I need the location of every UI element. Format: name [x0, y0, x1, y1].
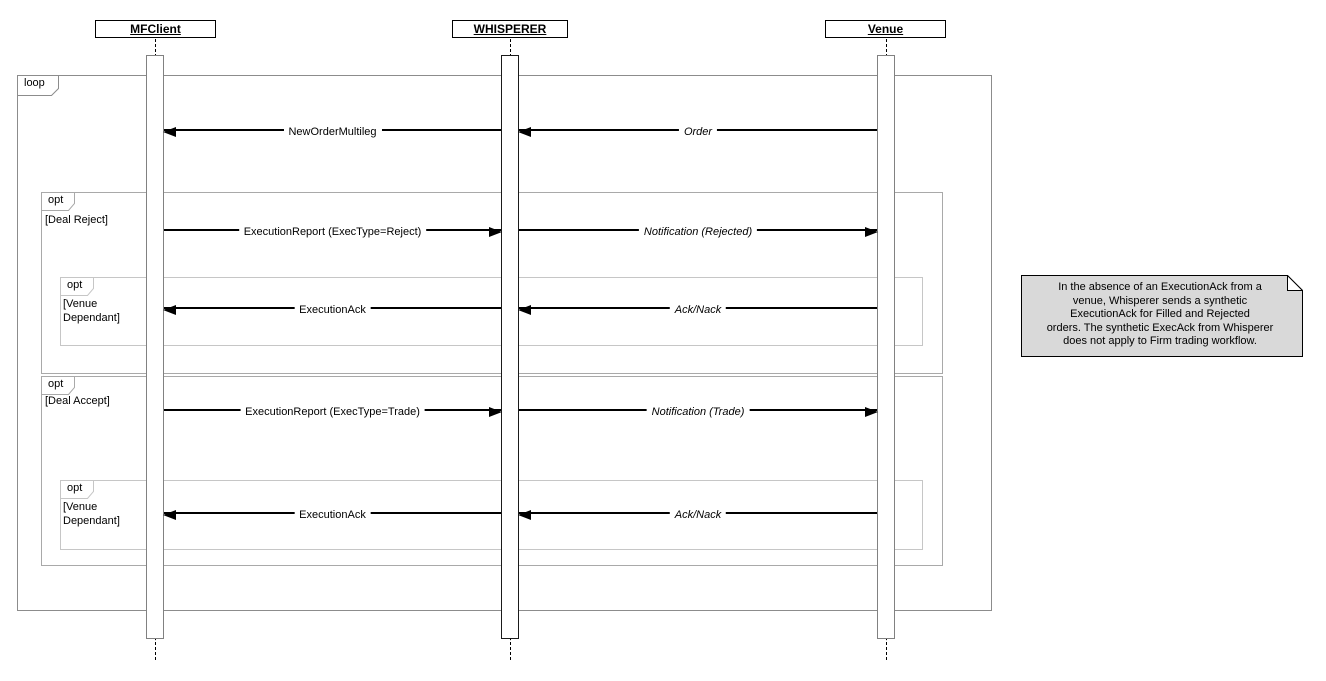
- opt-operator-tab-venue-dependant-1: opt: [60, 277, 94, 296]
- message-new-order-multileg: NewOrderMultileg: [163, 126, 501, 138]
- guard-deal-reject: [Deal Reject]: [45, 214, 108, 226]
- opt-frame-deal-accept: [41, 376, 943, 566]
- message-label: ExecutionReport (ExecType=Reject): [238, 226, 427, 238]
- note-line: does not apply to Firm trading workflow.: [1063, 335, 1257, 348]
- note-line: venue, Whisperer sends a synthetic: [1072, 294, 1248, 307]
- pentagon-tab-shape: [60, 480, 94, 499]
- guard-venue-dependant-2: [Venue Dependant]: [63, 501, 120, 527]
- guard-venue-dependant-1: [Venue Dependant]: [63, 298, 120, 324]
- message-label: Notification (Rejected): [638, 226, 758, 238]
- opt-operator-label: opt: [67, 279, 83, 291]
- actor-venue: Venue: [825, 20, 946, 38]
- arrowhead-right-icon: [865, 407, 878, 417]
- arrowhead-left-icon: [518, 305, 531, 315]
- message-label: Ack/Nack: [669, 509, 727, 521]
- actor-mfclient: MFClient: [95, 20, 216, 38]
- opt-frame-venue-dependant-1: [60, 277, 923, 346]
- opt-operator-label: opt: [48, 378, 64, 390]
- pentagon-tab-shape: [41, 192, 75, 211]
- opt-frame-deal-reject: [41, 192, 943, 374]
- guard-deal-accept: [Deal Accept]: [45, 395, 110, 407]
- arrowhead-left-icon: [163, 127, 176, 137]
- note-synthetic-executionack: In the absence of an ExecutionAck from a…: [1021, 275, 1303, 357]
- activation-venue: [877, 55, 895, 639]
- message-order: Order: [518, 126, 877, 138]
- activation-whisperer: [501, 55, 519, 639]
- message-execreport-trade: ExecutionReport (ExecType=Trade): [164, 406, 502, 418]
- opt-operator-tab-deal-accept: opt: [41, 376, 75, 395]
- arrowhead-left-icon: [163, 510, 176, 520]
- actor-whisperer: WHISPERER: [452, 20, 568, 38]
- message-label: ExecutionAck: [294, 304, 371, 316]
- arrowhead-right-icon: [865, 227, 878, 237]
- note-line: In the absence of an ExecutionAck from a: [1058, 281, 1262, 293]
- message-notification-trade: Notification (Trade): [519, 406, 878, 418]
- note-text: In the absence of an ExecutionAck from a…: [1025, 281, 1295, 349]
- message-label: NewOrderMultileg: [283, 126, 382, 138]
- note-line: ExecutionAck for Filled and Rejected: [1070, 308, 1250, 321]
- message-label: Ack/Nack: [669, 304, 727, 316]
- note-line: orders. The synthetic ExecAck from Whisp…: [1046, 321, 1274, 334]
- arrowhead-left-icon: [163, 305, 176, 315]
- arrowhead-right-icon: [489, 227, 502, 237]
- opt-operator-tab-venue-dependant-2: opt: [60, 480, 94, 499]
- opt-operator-label: opt: [48, 194, 64, 206]
- pentagon-tab-shape: [41, 376, 75, 395]
- pentagon-tab-shape: [17, 75, 59, 96]
- message-label: Order: [678, 126, 718, 138]
- message-label: ExecutionAck: [294, 509, 371, 521]
- message-execreport-reject: ExecutionReport (ExecType=Reject): [164, 226, 502, 238]
- loop-operator-label: loop: [24, 77, 45, 89]
- opt-operator-tab-deal-reject: opt: [41, 192, 75, 211]
- arrowhead-left-icon: [518, 127, 531, 137]
- note-shape: [1021, 275, 1303, 357]
- message-ack-nack-1: Ack/Nack: [518, 304, 877, 316]
- loop-operator-tab: loop: [17, 75, 59, 96]
- message-label: Notification (Trade): [646, 406, 750, 418]
- message-executionack-2: ExecutionAck: [163, 509, 501, 521]
- message-notification-rejected: Notification (Rejected): [519, 226, 878, 238]
- pentagon-tab-shape: [60, 277, 94, 296]
- opt-frame-venue-dependant-2: [60, 480, 923, 550]
- arrowhead-left-icon: [518, 510, 531, 520]
- opt-operator-label: opt: [67, 482, 83, 494]
- activation-mfclient: [146, 55, 164, 639]
- message-executionack-1: ExecutionAck: [163, 304, 501, 316]
- message-ack-nack-2: Ack/Nack: [518, 509, 877, 521]
- arrowhead-right-icon: [489, 407, 502, 417]
- message-label: ExecutionReport (ExecType=Trade): [240, 406, 425, 418]
